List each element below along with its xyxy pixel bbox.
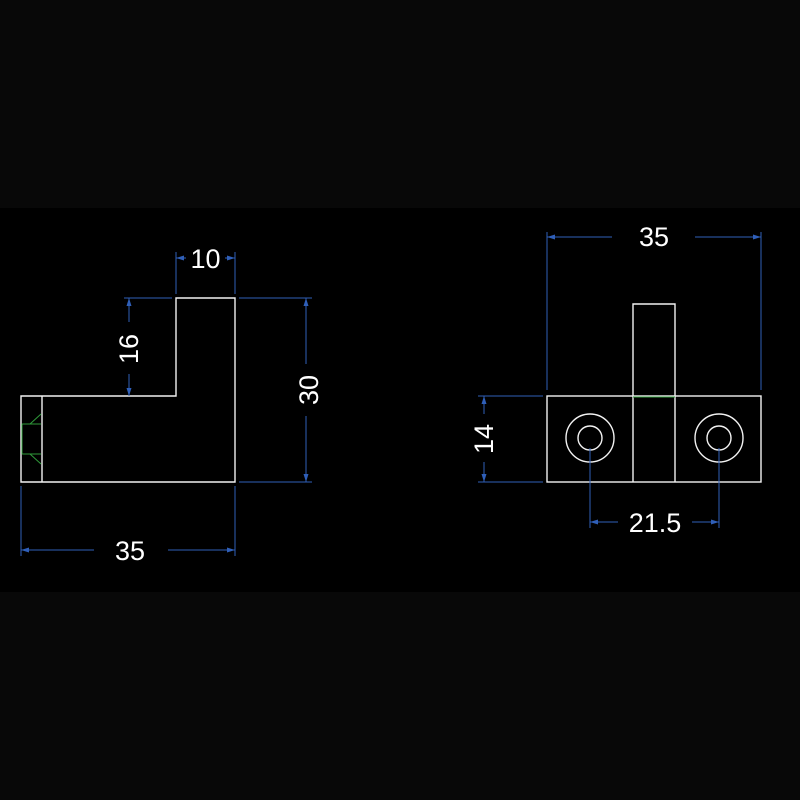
dimension-hole-spacing: 21.5	[589, 448, 720, 538]
front-view-upright	[632, 303, 676, 482]
dimension-step-height: 16	[114, 297, 172, 396]
dim-label-total-height: 30	[294, 375, 324, 405]
countersink-hidden-lines	[21, 413, 42, 465]
dim-label-total-width: 35	[639, 222, 669, 252]
dimension-total-height: 30	[239, 297, 324, 483]
dim-label-base-height: 14	[469, 424, 499, 454]
dimension-top-width: 10	[175, 244, 236, 294]
bottom-margin-band	[0, 592, 800, 800]
dim-label-top-width: 10	[190, 244, 220, 274]
dimension-base-height: 14	[469, 395, 543, 483]
top-margin-band	[0, 0, 800, 208]
dim-label-step-height: 16	[114, 334, 144, 364]
front-view: 35 14 21.5	[469, 222, 762, 538]
side-view: 10 16 30	[20, 244, 324, 566]
dimension-total-width: 35	[546, 222, 762, 390]
dimension-base-length: 35	[20, 486, 236, 566]
drawing-area	[0, 208, 800, 592]
dim-label-hole-spacing: 21.5	[629, 508, 682, 538]
side-view-outline	[20, 297, 236, 483]
dim-label-base-length: 35	[115, 536, 145, 566]
front-view-base-plate	[546, 395, 762, 483]
